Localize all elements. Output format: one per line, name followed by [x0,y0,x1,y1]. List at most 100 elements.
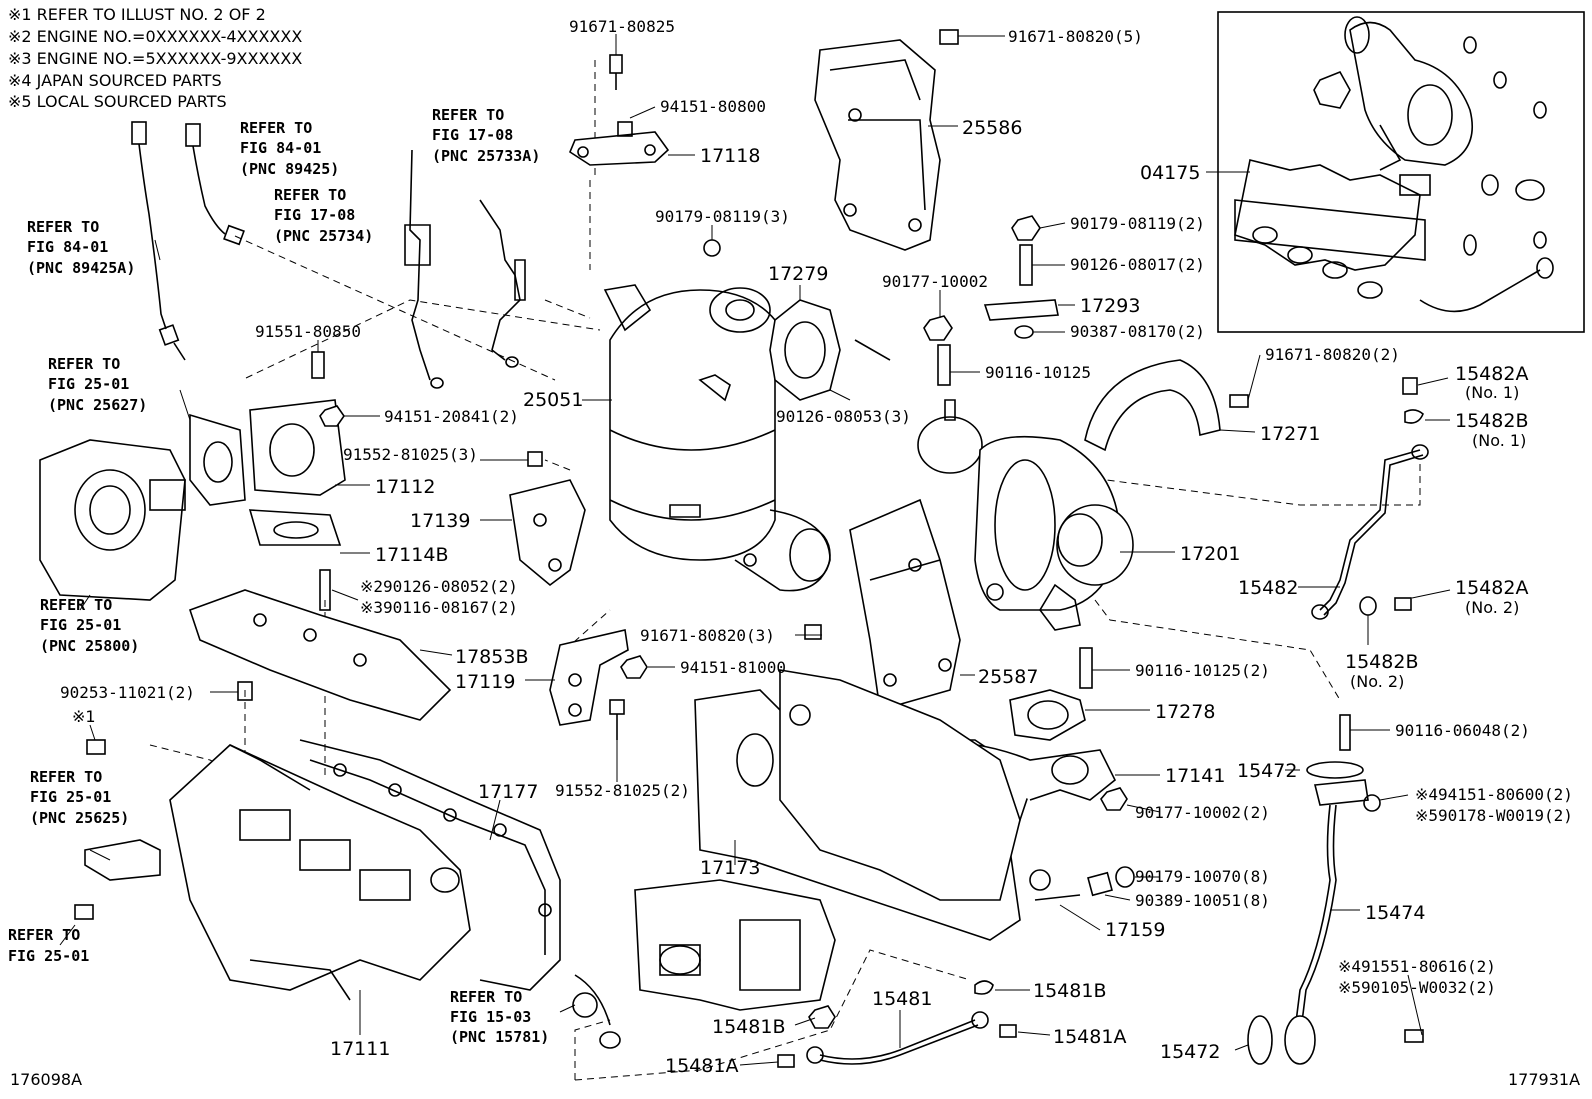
part-label: 17279 [768,263,828,285]
insulator-17853B [188,569,452,721]
illustration-id-right: 177931A [1508,1070,1580,1089]
part-label: 94151-81000 [680,658,786,677]
bracket-17119 [549,624,822,740]
bracket-17118 [569,54,670,166]
part-label: 15482A [1455,577,1528,599]
part-label: ※290126-08052(2) [360,577,518,596]
heat-shield-25586 [814,29,959,251]
part-labels: 91671-80825 94151-80800 17118 91671-8082… [60,17,1573,1077]
note-4: ※4 JAPAN SOURCED PARTS [8,71,222,90]
catalytic-converter-25051 [603,239,831,592]
insulator-17271 [1084,359,1249,452]
part-label: 15482 [1238,577,1298,599]
part-label: 15481 [872,988,932,1010]
part-label: 17173 [700,857,760,879]
note-1: ※1 REFER TO ILLUST NO. 2 OF 2 [8,5,266,24]
part-label: 17114B [375,544,448,566]
part-label: 17278 [1155,701,1215,723]
part-label: 90116-10125 [985,363,1091,382]
part-label: 15472 [1237,760,1297,782]
part-label: 04175 [1140,162,1200,184]
bracket-17139 [509,479,586,587]
part-label: 91671-80825 [569,17,675,36]
part-label: 94151-20841(2) [384,407,519,426]
part-label: 91671-80820(5) [1008,27,1143,46]
part-label: 17271 [1260,423,1320,445]
part-label: ※590105-W0032(2) [1338,978,1496,997]
note-5: ※5 LOCAL SOURCED PARTS [8,92,227,111]
exhaust-manifold [694,669,1117,941]
part-label: 17141 [1165,765,1225,787]
studs-center [923,215,1059,386]
part-label: 17159 [1105,919,1165,941]
part-label: 90253-11021(2) [60,683,195,702]
part-label: 90179-08119(2) [1070,214,1205,233]
part-label: ※491551-80616(2) [1338,957,1496,976]
part-label: 91671-80820(3) [640,626,775,645]
leader-lines [59,34,1451,1066]
part-label: 25051 [523,389,583,411]
part-label: 17139 [410,510,470,532]
part-label: (No. 2) [1350,672,1404,691]
part-label: 90387-08170(2) [1070,322,1205,341]
part-label: 15482B [1345,651,1418,673]
part-label: (No. 1) [1465,383,1519,402]
part-label: 17201 [1180,543,1240,565]
part-label: (No. 2) [1465,598,1519,617]
part-label: 91552-81025(2) [555,781,690,800]
part-label: 25587 [978,666,1038,688]
egr-pipes [404,149,526,389]
oil-pipe-15481 [777,980,1017,1068]
footnotes: ※1 REFER TO ILLUST NO. 2 OF 2 ※2 ENGINE … [8,5,302,111]
part-label: (No. 1) [1472,431,1526,450]
gasket-17279 [769,299,891,401]
part-label: ※390116-08167(2) [360,598,518,617]
part-label: 17118 [700,145,760,167]
part-label: 17111 [330,1038,390,1060]
part-label: ※1 [72,707,96,726]
manifold-fasteners [1034,787,1135,901]
part-label: 15482A [1455,363,1528,385]
part-label: 90126-08053(3) [776,407,911,426]
part-label: 90116-10125(2) [1135,661,1270,680]
part-label: 91671-80820(2) [1265,345,1400,364]
part-label: 15474 [1365,902,1425,924]
part-label: 90179-08119(3) [655,207,790,226]
oil-pipe-15474 [1247,761,1424,1065]
part-label: 17293 [1080,295,1140,317]
illustration-id-left: 176098A [10,1070,82,1089]
part-label: 90389-10051(8) [1135,891,1270,910]
part-label: 90179-10070(8) [1135,867,1270,886]
oxygen-sensors [131,121,245,361]
oil-pipe-15482 [1311,377,1429,620]
throttle-assembly [39,351,543,601]
turbocharger-17201 [917,399,1134,631]
part-label: 90177-10002 [882,272,988,291]
note-3: ※3 ENGINE NO.=5XXXXXX-9XXXXXX [8,49,302,68]
part-label: 15481A [665,1055,738,1077]
intake-manifold [74,739,561,1001]
cylinder-head-section [572,879,836,1049]
part-label: 94151-80800 [660,97,766,116]
note-2: ※2 ENGINE NO.=0XXXXXX-4XXXXXX [8,27,302,46]
part-label: 15482B [1455,410,1528,432]
part-label: 15472 [1160,1041,1220,1063]
part-label: 17112 [375,476,435,498]
gasket-17278 [1009,647,1351,751]
part-label: 17119 [455,671,515,693]
inset-turbo-assembly [1206,11,1585,333]
part-label: 17853B [455,646,528,668]
part-label: ※494151-80600(2) [1415,785,1573,804]
part-label: 17177 [478,781,538,803]
dashed-leaders [149,60,1421,1081]
